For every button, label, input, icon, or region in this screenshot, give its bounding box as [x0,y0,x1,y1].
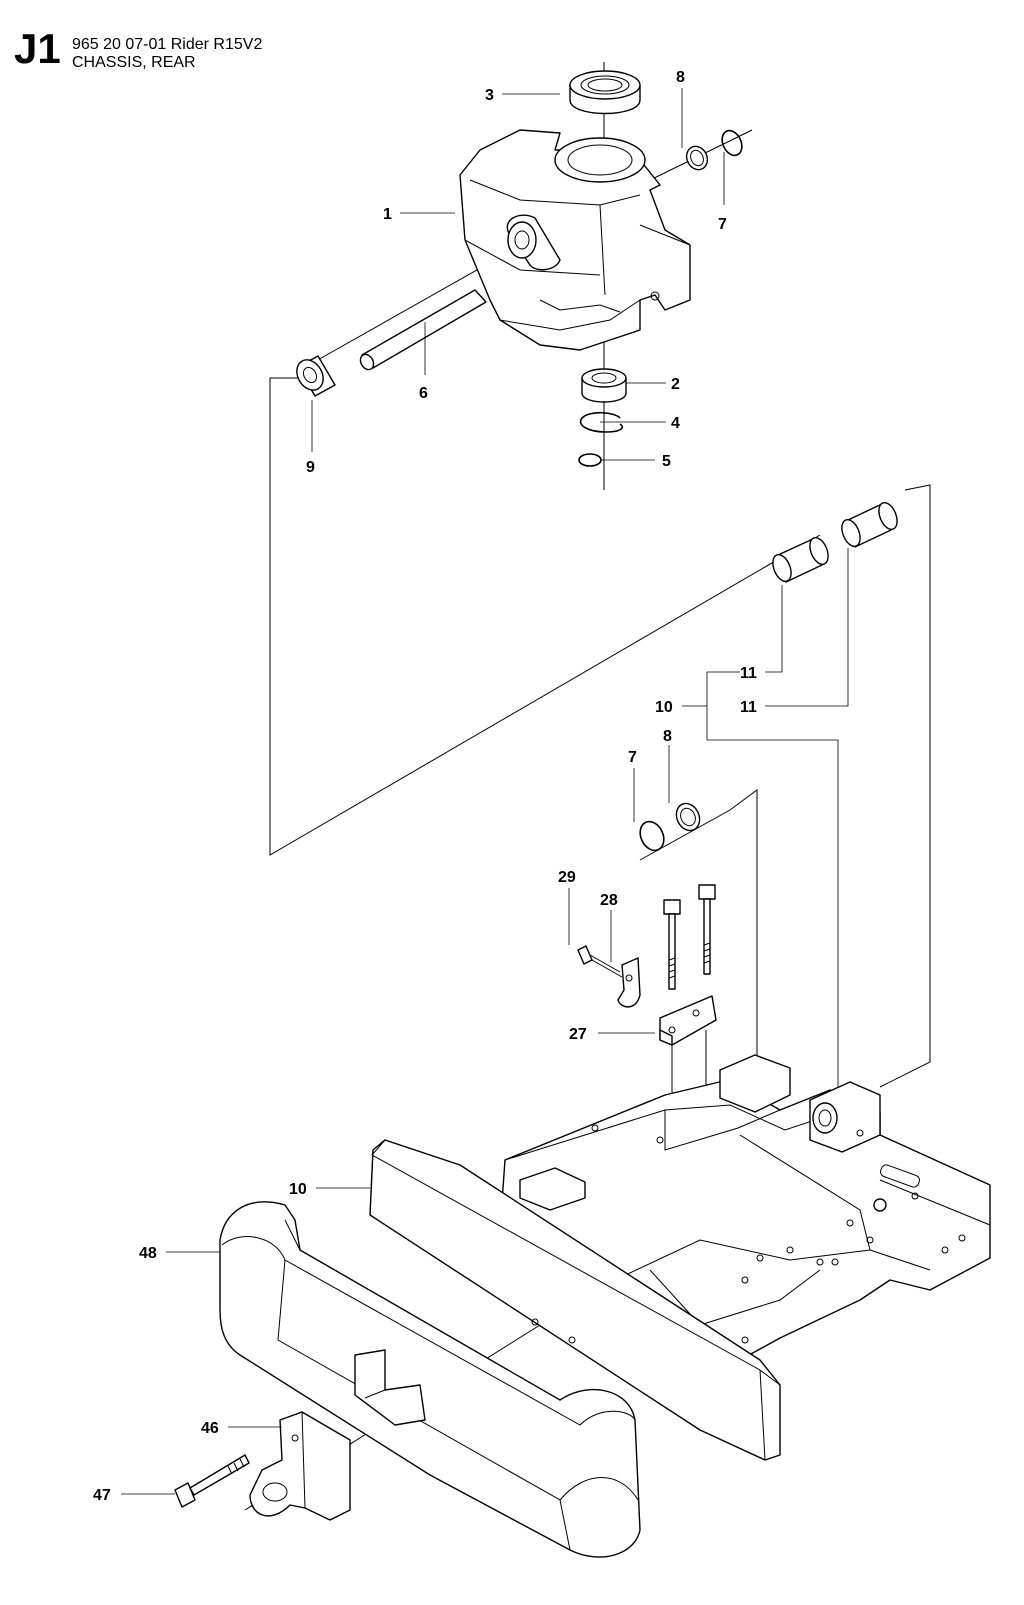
callout-1: 1 [383,206,392,223]
pivot-pin-part [359,289,487,371]
page-header: J1 965 20 07-01 Rider R15V2 CHASSIS, REA… [14,28,414,88]
bumper-bar-part [369,1139,781,1461]
washer-lower-part [675,802,701,832]
plate-part [617,957,641,1008]
callout-28: 28 [600,892,618,909]
spacer-bushing-part [772,501,898,583]
callout-10-upper: 10 [655,699,673,716]
callout-29: 29 [558,869,576,886]
washer-upper-part [685,145,709,171]
callout-47: 47 [93,1487,111,1504]
callout-48: 48 [139,1245,157,1262]
callout-7-lower: 7 [628,749,637,766]
callouts: 3 1 8 7 6 9 2 4 5 11 11 10 7 8 29 28 [93,69,849,1504]
callout-11-upper: 11 [740,665,757,682]
bearing-top-part [569,70,641,115]
snap-ring-lower-part [639,820,665,852]
callout-27: 27 [569,1026,587,1043]
callout-9: 9 [306,459,315,476]
bolt-part [663,884,716,990]
section-title: CHASSIS, REAR [72,54,196,71]
bearing-lower-part [581,368,627,403]
bushing-pin-part [296,355,336,397]
steering-housing-part [459,129,691,351]
callout-2: 2 [671,376,680,393]
bracket-part [659,995,717,1046]
hitch-bolt-part [174,1454,250,1508]
rear-bumper-part [219,1201,641,1558]
retaining-ring-part [578,453,602,467]
callout-3: 3 [485,87,494,104]
section-code: J1 [14,25,61,72]
snap-ring-upper-part [721,129,743,157]
callout-46: 46 [201,1420,219,1437]
callout-7-upper: 7 [718,216,727,233]
callout-8-lower: 8 [663,728,672,745]
callout-11-lower: 11 [740,699,757,716]
callout-8-upper: 8 [676,69,685,86]
model-name: 965 20 07-01 Rider R15V2 [72,36,263,53]
screw-part [577,945,623,978]
clip-part [579,411,624,433]
hitch-bracket-part [249,1411,351,1521]
callout-5: 5 [662,453,671,470]
callout-6: 6 [419,385,428,402]
callout-4: 4 [671,415,680,432]
callout-10-lower: 10 [289,1181,307,1198]
